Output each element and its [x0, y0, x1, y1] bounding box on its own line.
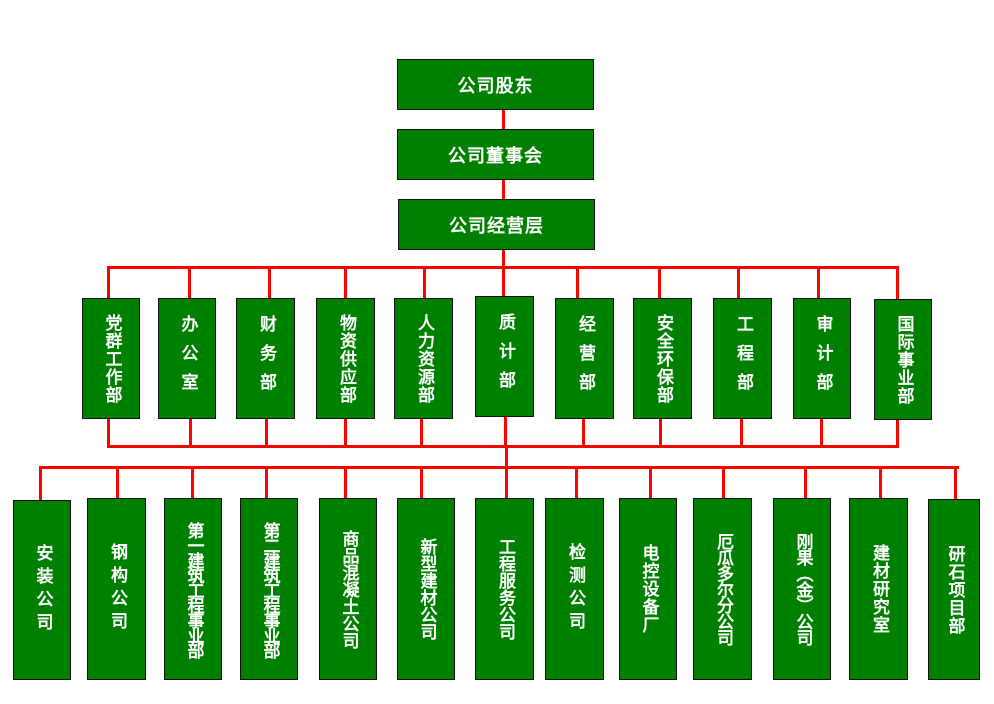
drop — [896, 266, 899, 299]
node-subsidiary: 安装公司 — [13, 500, 71, 680]
drop — [505, 466, 508, 498]
drop — [191, 466, 194, 498]
drop — [722, 466, 725, 498]
node-department: 人力资源部 — [394, 298, 453, 419]
drop — [268, 266, 271, 298]
node-department: 党群工作部 — [82, 298, 140, 419]
rise — [344, 418, 347, 446]
node-department: 工程部 — [713, 298, 772, 419]
drop — [420, 466, 423, 498]
node-department: 办公室 — [158, 298, 216, 419]
connector-departments-subsidiaries — [505, 446, 508, 468]
node-subsidiary: 刚果（金）公司 — [773, 498, 831, 680]
node-subsidiary: 研石项目部 — [928, 499, 980, 680]
rise — [107, 418, 110, 446]
node-subsidiary: 检测公司 — [545, 498, 604, 680]
node-department: 物资供应部 — [316, 298, 375, 419]
rise — [582, 418, 585, 446]
drop — [502, 266, 505, 296]
node-shareholders: 公司股东 — [397, 59, 594, 110]
node-department: 经营部 — [555, 298, 614, 419]
rise — [420, 418, 423, 446]
rise — [189, 418, 192, 446]
node-subsidiary: 工程服务公司 — [475, 498, 534, 680]
drop — [188, 266, 191, 298]
drop — [423, 266, 426, 298]
drop — [107, 266, 110, 298]
node-department: 质计部 — [475, 296, 534, 417]
drop — [658, 266, 661, 298]
node-department: 安全环保部 — [633, 298, 692, 419]
node-subsidiary: 钢构公司 — [87, 498, 146, 680]
connector-board-management — [502, 179, 505, 199]
drop — [649, 466, 652, 498]
drop — [879, 466, 882, 498]
rise — [504, 416, 507, 446]
drop — [39, 466, 42, 500]
drop — [344, 266, 347, 298]
drop — [116, 466, 119, 498]
rise — [265, 418, 268, 446]
node-department: 国际事业部 — [874, 299, 932, 420]
department-bottom-bus — [107, 445, 899, 448]
connector-shareholders-board — [502, 109, 505, 129]
connector-management-departments — [502, 249, 505, 267]
rise — [740, 418, 743, 446]
drop — [817, 266, 820, 298]
rise — [820, 418, 823, 446]
node-subsidiary: 新型建材公司 — [397, 498, 455, 680]
node-subsidiary: 第一建筑工程事业部 — [164, 498, 222, 680]
node-subsidiary: 厄瓜多尔分公司 — [693, 498, 752, 680]
node-subsidiary: 商品混凝土公司 — [319, 498, 377, 680]
subsidiary-bus — [39, 466, 959, 469]
drop — [265, 466, 268, 498]
node-subsidiary: 电控设备厂 — [619, 498, 677, 680]
node-department: 财务部 — [236, 298, 295, 419]
rise — [896, 419, 899, 446]
node-board-of-directors: 公司董事会 — [397, 129, 594, 180]
drop — [575, 466, 578, 498]
node-subsidiary: 建材研究室 — [849, 498, 908, 680]
node-department: 审计部 — [793, 298, 851, 419]
rise — [659, 418, 662, 446]
node-management: 公司经营层 — [398, 199, 595, 250]
node-subsidiary: 第二建筑工程事业部 — [240, 498, 298, 680]
drop — [344, 466, 347, 498]
drop — [576, 266, 579, 298]
drop — [737, 266, 740, 298]
drop — [954, 466, 957, 499]
drop — [804, 466, 807, 498]
